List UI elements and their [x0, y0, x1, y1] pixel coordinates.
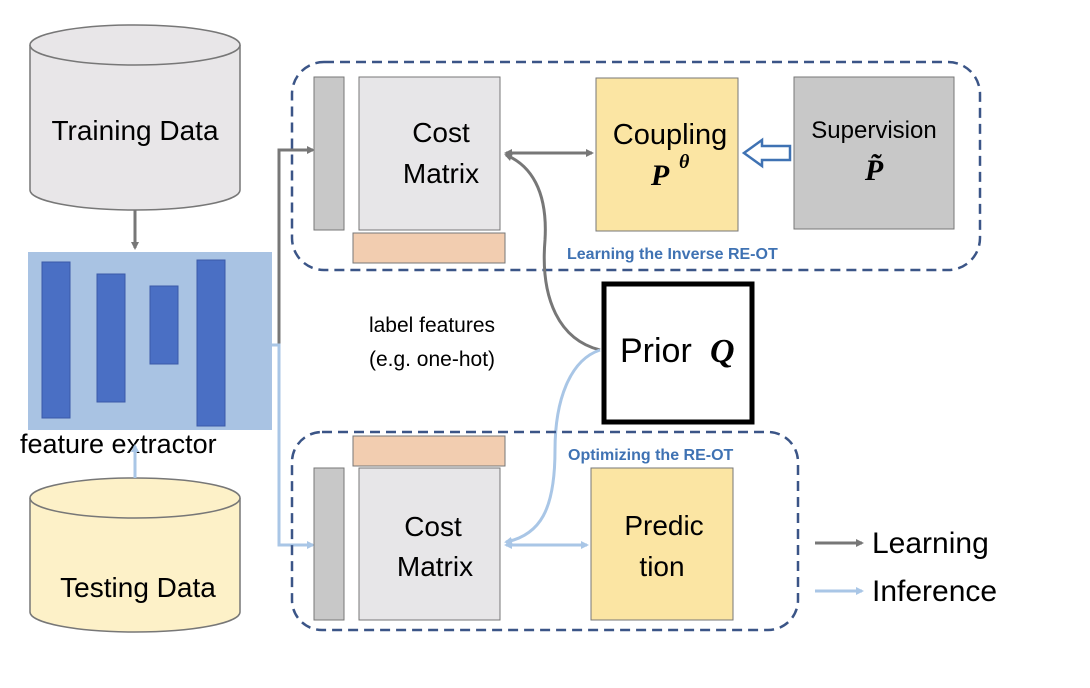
extractor-layer [196, 259, 226, 427]
label-features-line1: label features [369, 314, 495, 337]
cost-matrix-bottom-line2: Matrix [397, 551, 473, 582]
optimizing-group-label: Optimizing the RE-OT [568, 447, 734, 464]
cost-matrix-bottom [358, 467, 501, 621]
extractor-layer [149, 285, 179, 365]
coupling-label: Coupling [613, 119, 727, 151]
legend-learning-label: Learning [872, 527, 989, 560]
testing-data-cylinder: Testing Data [29, 477, 241, 633]
prior-to-cost-learning-arrow [504, 153, 601, 352]
supervision-box [793, 76, 955, 230]
prediction-box [590, 467, 734, 621]
cost-matrix-top-line1: Cost [412, 117, 470, 148]
training-data-cylinder: Training Data [29, 24, 241, 211]
optimizing-group [290, 430, 800, 632]
coupling-symbol: P [650, 159, 670, 192]
extractor-layer [41, 261, 71, 419]
prediction-line2: tion [639, 551, 684, 582]
prior-to-cost-inference-arrow [504, 348, 601, 545]
feature-bar [313, 76, 345, 231]
prediction-line1: Predic [624, 510, 703, 541]
feature-extractor [28, 252, 272, 430]
supervision-symbol: P̃ [864, 154, 884, 187]
prior-box [601, 281, 755, 425]
cost-matrix-bottom-line1: Cost [404, 511, 462, 542]
prior-label: Prior [620, 332, 692, 370]
extractor-layer [96, 273, 126, 403]
supervision-arrow [741, 137, 792, 169]
learning-group [290, 60, 982, 272]
learning-group-label: Learning the Inverse RE-OT [567, 246, 778, 263]
prior-symbol: Q [710, 333, 735, 370]
testing-data-label: Testing Data [60, 572, 216, 603]
cost-matrix-top-line2: Matrix [403, 158, 479, 189]
label-feature-bar [352, 435, 506, 467]
training-data-label: Training Data [51, 115, 218, 146]
label-features-line2: (e.g. one-hot) [369, 348, 495, 371]
supervision-label: Supervision [811, 117, 936, 144]
legend: Learning Inference [815, 527, 997, 608]
coupling-superscript: θ [679, 151, 690, 173]
cost-matrix-top [358, 76, 501, 231]
inference-flow-arrow [272, 343, 315, 549]
coupling-box [595, 77, 739, 232]
feature-extractor-label: feature extractor [20, 429, 217, 459]
feature-bar [313, 467, 345, 621]
label-feature-bar [352, 232, 506, 264]
legend-inference-label: Inference [872, 575, 997, 608]
